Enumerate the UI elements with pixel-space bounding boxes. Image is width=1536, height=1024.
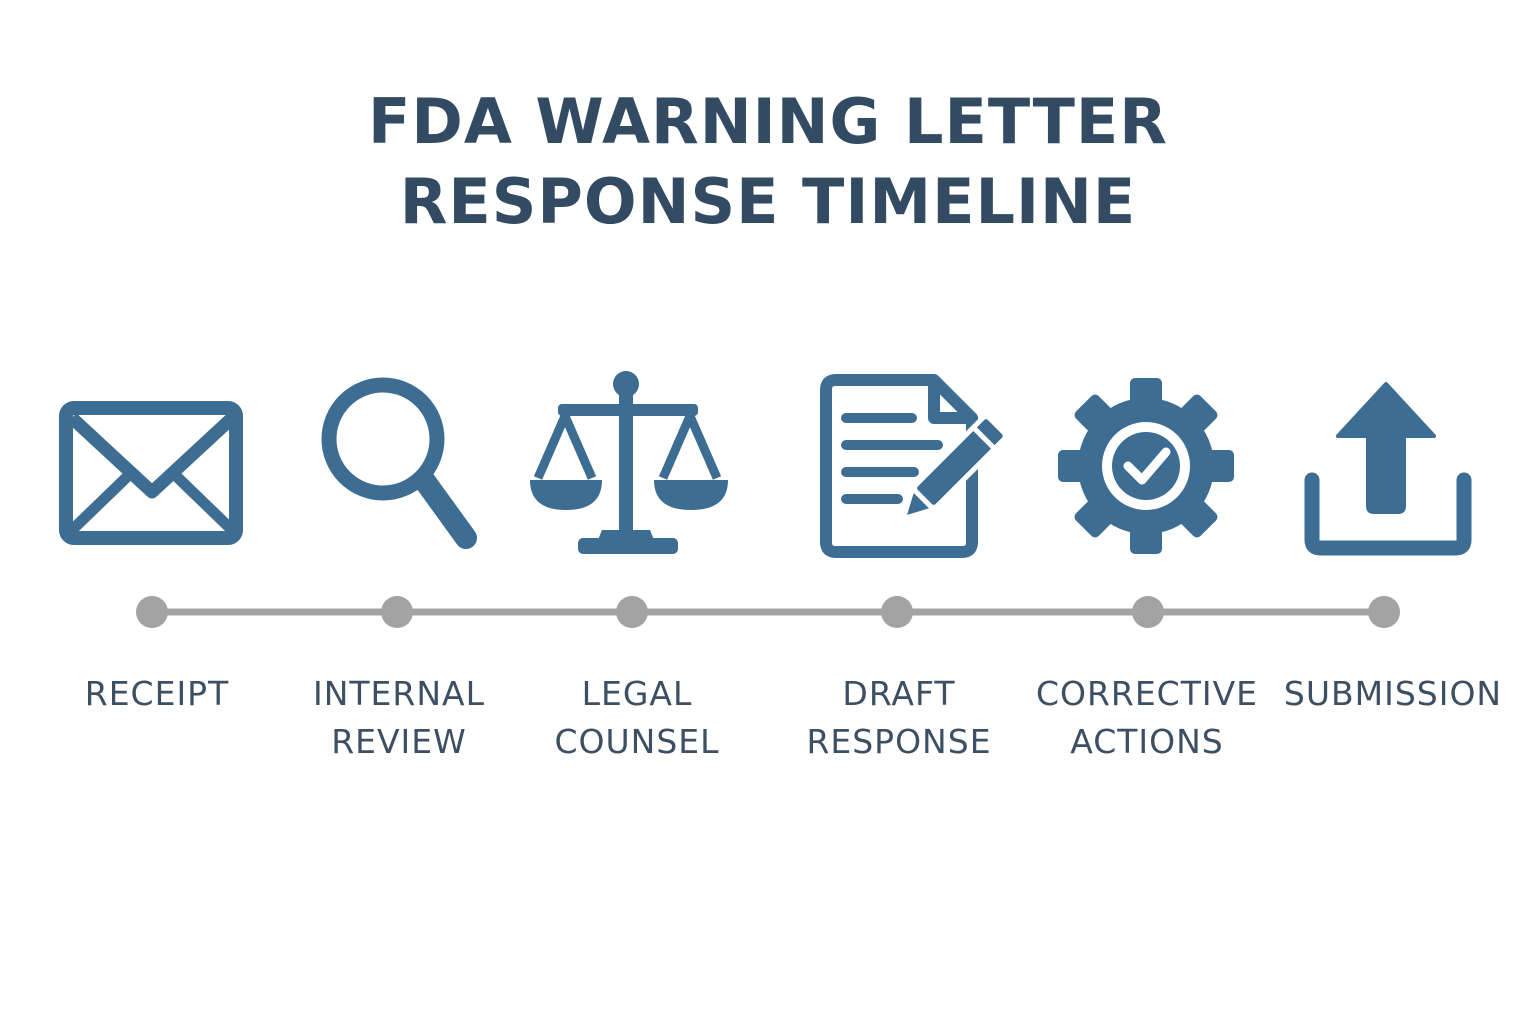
step-label-line: DRAFT — [842, 674, 956, 713]
step-label-line: REVIEW — [331, 722, 467, 761]
timeline-node-submission — [1368, 596, 1400, 628]
timeline-node-receipt — [136, 596, 168, 628]
step-label-submission: SUBMISSION — [1268, 670, 1518, 718]
timeline-node-corrective-actions — [1132, 596, 1164, 628]
timeline-node-draft-response — [881, 596, 913, 628]
step-label-line: RESPONSE — [806, 722, 992, 761]
step-label-line: INTERNAL — [312, 674, 485, 713]
step-label-corrective-actions: CORRECTIVE ACTIONS — [1022, 670, 1272, 766]
timeline-node-internal-review — [381, 596, 413, 628]
timeline-node-legal-counsel — [616, 596, 648, 628]
gear-check-icon — [1048, 360, 1248, 570]
step-label-draft-response: DRAFT RESPONSE — [774, 670, 1024, 766]
title-line-1: FDA WARNING LETTER — [368, 85, 1168, 158]
document-pencil-icon — [810, 360, 1010, 570]
scales-icon — [530, 360, 730, 570]
upload-icon — [1290, 360, 1490, 570]
step-label-line: ACTIONS — [1070, 722, 1224, 761]
magnifier-icon — [300, 360, 500, 570]
page-title: FDA WARNING LETTER RESPONSE TIMELINE — [0, 82, 1536, 242]
step-label-receipt: RECEIPT — [32, 670, 282, 718]
envelope-icon — [52, 360, 252, 570]
step-label-line: CORRECTIVE — [1035, 674, 1259, 713]
timeline-track — [0, 580, 1536, 640]
step-label-line: LEGAL — [581, 674, 693, 713]
title-line-2: RESPONSE TIMELINE — [399, 165, 1137, 238]
step-label-line: RECEIPT — [84, 674, 230, 713]
step-label-legal-counsel: LEGAL COUNSEL — [512, 670, 762, 766]
step-label-line: SUBMISSION — [1283, 674, 1503, 713]
step-label-internal-review: INTERNAL REVIEW — [274, 670, 524, 766]
step-label-line: COUNSEL — [554, 722, 720, 761]
